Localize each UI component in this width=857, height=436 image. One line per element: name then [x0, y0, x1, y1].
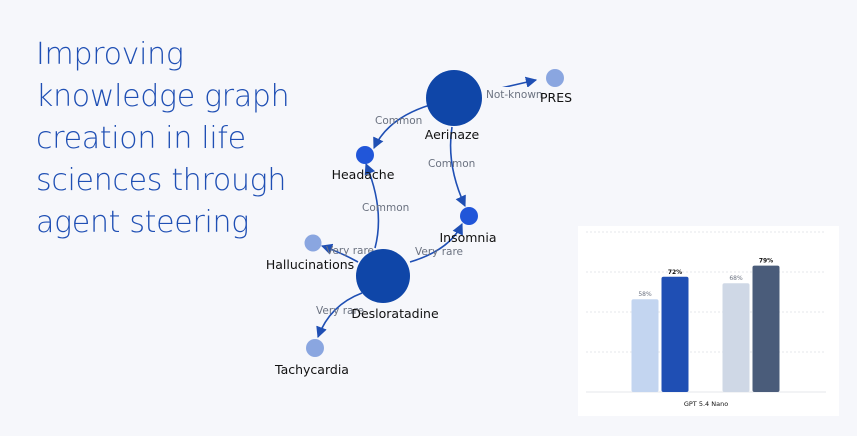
data-label: 68% [729, 275, 743, 282]
edge-label: Very rare [415, 246, 463, 258]
edge-desloratadine-insomnia [409, 222, 463, 263]
edge-label: Common [375, 115, 422, 127]
node-hallucinations [304, 234, 322, 252]
node-aerinaze [426, 70, 482, 126]
edge-label: Common [428, 158, 475, 170]
node-pres [546, 69, 564, 87]
data-label: 79% [759, 258, 773, 265]
title-line: creation in life [36, 121, 246, 156]
node-tachycardia [306, 339, 324, 357]
node-label: Hallucinations [266, 257, 354, 272]
node-label: Headache [332, 167, 395, 182]
title-line: sciences through [36, 163, 287, 198]
bar [722, 283, 750, 392]
edge-aerinaze-insomnia [449, 126, 466, 208]
edge-desloratadine-headache [364, 162, 380, 249]
bar [661, 276, 689, 392]
edge-label: Not-known [486, 89, 543, 101]
node-label: Insomnia [439, 230, 496, 245]
bar-chart: 58% 72% 68% 79% GPT 5.4 Nano [586, 231, 826, 408]
title-line: agent steering [36, 205, 249, 240]
edge-desloratadine-tachycardia [316, 292, 363, 339]
data-label: 72% [668, 269, 682, 276]
edge-aerinaze-headache [373, 104, 431, 150]
bar [752, 265, 780, 392]
title-line: knowledge graph [36, 79, 290, 114]
edge-label: Very rare [326, 245, 374, 257]
node-desloratadine [356, 249, 410, 303]
node-label: Tachycardia [274, 362, 349, 377]
node-label: PRES [540, 90, 572, 105]
node-headache [356, 146, 374, 164]
node-insomnia [460, 207, 478, 225]
node-label: Desloratadine [351, 306, 439, 321]
edge-label: Common [362, 202, 409, 214]
node-label: Aerinaze [425, 127, 480, 142]
bar [631, 299, 659, 392]
page-title: Improving knowledge graph creation in li… [36, 34, 296, 244]
edge-label: Very rare [316, 305, 364, 317]
x-axis-label: GPT 5.4 Nano [684, 400, 728, 408]
knowledge-graph: Not-known Common Common Common Very rare… [266, 69, 572, 377]
edge-desloratadine-hallucinations [320, 243, 359, 263]
results-chart-card: 58% 72% 68% 79% GPT 5.4 Nano [578, 226, 839, 416]
title-line: Improving [36, 37, 184, 72]
data-label: 58% [638, 291, 652, 298]
